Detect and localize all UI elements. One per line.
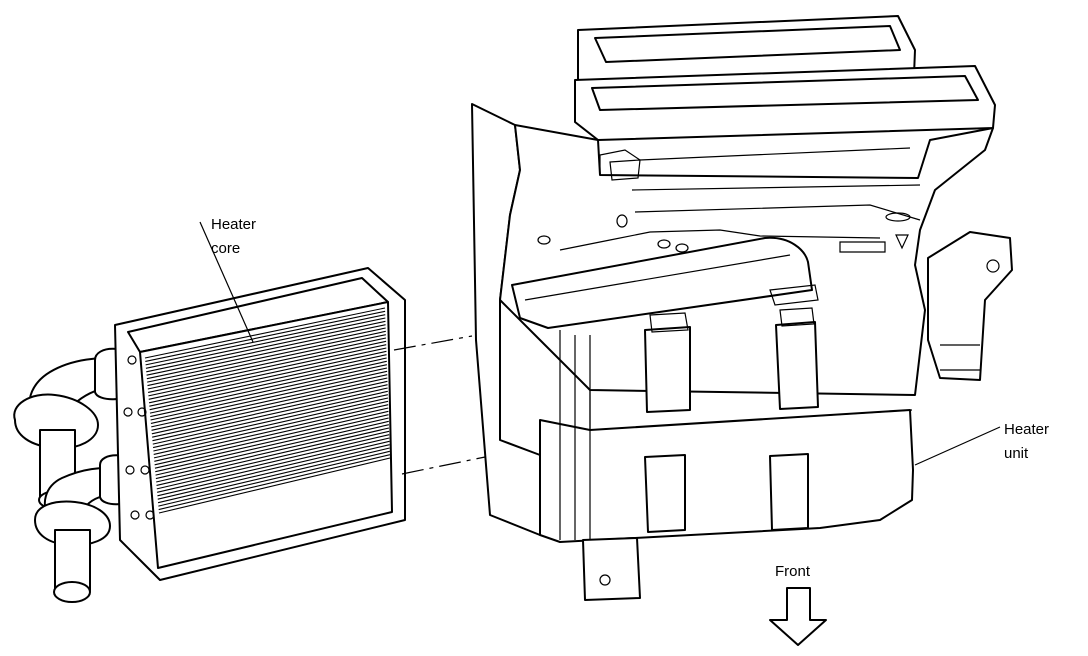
heater-core-fin <box>152 387 388 442</box>
heater-core-fins <box>144 307 391 514</box>
heater-core-fin <box>148 350 387 404</box>
heater-core-fin <box>151 377 388 431</box>
front-arrow-icon <box>769 587 827 646</box>
heater-core-fin <box>158 454 391 511</box>
heater-core-fin <box>153 404 389 459</box>
heater-unit-label-line2: unit <box>1004 445 1029 462</box>
alignment-line-top <box>393 335 473 351</box>
heater-core-fin <box>150 364 388 418</box>
heater-core-fin <box>145 314 386 366</box>
heater-core-label-line2: core <box>211 240 240 257</box>
heater-core-fin <box>149 354 387 407</box>
heater-core-fin <box>151 380 388 435</box>
front-label: Front <box>775 563 811 580</box>
heater-core-fin <box>154 414 389 469</box>
heater-core-fin <box>148 347 387 400</box>
heater-core-fin <box>146 320 386 373</box>
heater-core-fin <box>144 307 386 359</box>
heater-unit <box>471 15 1013 601</box>
heater-core-fin <box>155 420 389 476</box>
alignment-line-bottom <box>401 455 491 475</box>
heater-core-fin <box>157 437 390 493</box>
heater-core-fin <box>150 367 388 421</box>
heater-core-fin <box>149 360 387 414</box>
heater-core-fin <box>157 444 390 500</box>
heater-unit-bottom-bracket <box>582 537 641 601</box>
heater-core-fin <box>151 374 388 428</box>
heater-core-fin <box>158 457 391 514</box>
heater-core-fin <box>145 317 386 369</box>
heater-core-fin <box>149 357 387 411</box>
heater-unit-label-line1: Heater <box>1004 421 1049 438</box>
heater-core-fin <box>152 390 388 445</box>
heater-core-fin <box>156 427 390 483</box>
heater-core-fin <box>157 440 390 497</box>
heater-core-fin <box>155 424 390 480</box>
heater-core-fin <box>155 417 389 473</box>
heater-core-fin <box>147 337 387 390</box>
heater-core-fin <box>158 450 390 507</box>
heater-core-fin <box>150 370 388 424</box>
heater-core-label-line1: Heater <box>211 216 256 233</box>
heater-core-fin <box>152 394 389 449</box>
heater-core-fin <box>157 447 390 504</box>
heater-core-fin <box>147 334 387 387</box>
heater-core-fin <box>147 330 386 383</box>
heater-core-fin <box>154 407 389 462</box>
heater-core-fin <box>152 384 388 438</box>
heater-core-fin <box>153 400 389 455</box>
mode-door-lever <box>511 236 813 329</box>
heater-core-fin <box>156 434 390 490</box>
heater-core-fin <box>148 344 387 397</box>
heater-core-fin <box>153 397 389 452</box>
heater-core-fin <box>145 310 386 362</box>
heater-core-fin <box>154 410 389 466</box>
heater-unit-mounting-flange <box>927 231 1013 381</box>
heater-core <box>13 267 406 603</box>
heater-core-fin <box>147 340 387 393</box>
heater-core-fin <box>146 324 386 376</box>
heater-unit-leader-line <box>914 426 1001 466</box>
heater-core-fin <box>156 430 390 486</box>
heater-core-leader-line <box>199 221 254 343</box>
heater-core-fin <box>146 327 386 380</box>
